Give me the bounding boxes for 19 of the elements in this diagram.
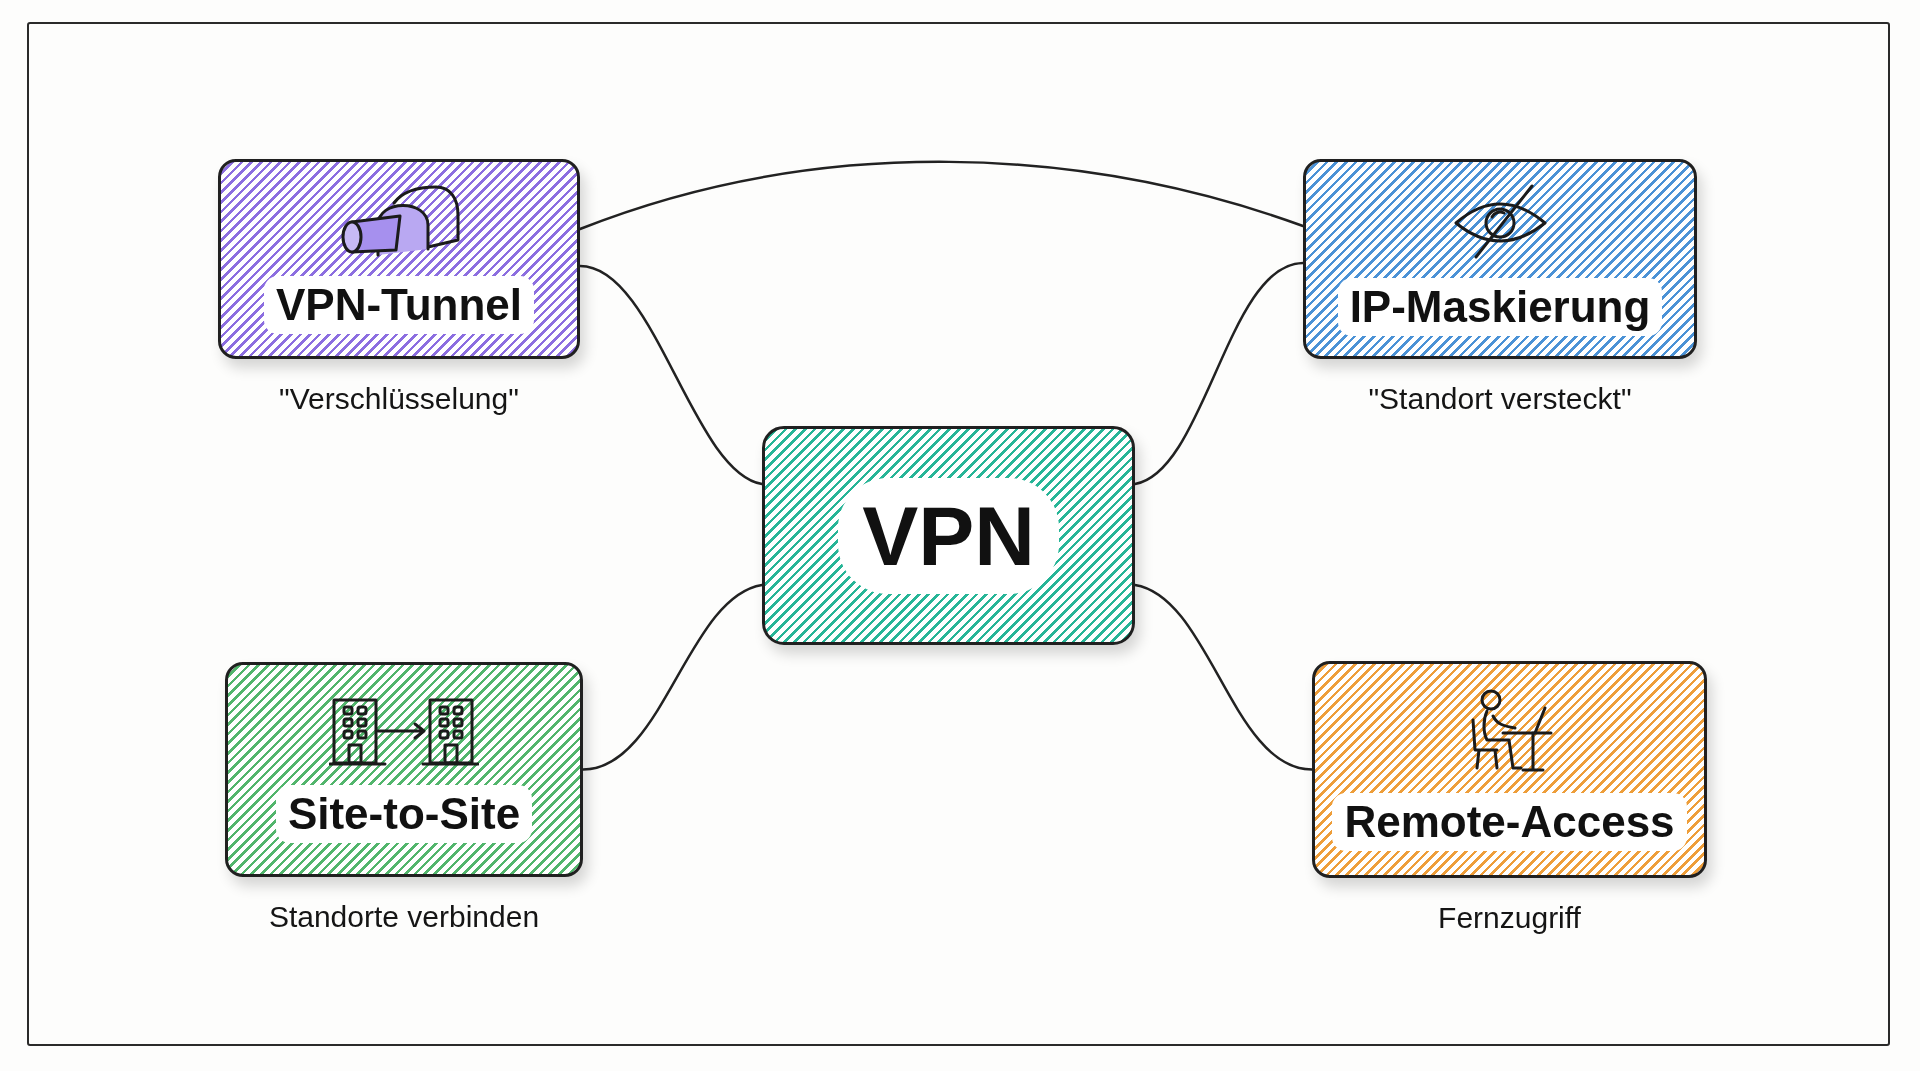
hatched-card [1303, 159, 1697, 359]
hatched-card [225, 662, 583, 877]
connector-line [1133, 261, 1305, 486]
connector-line [1133, 583, 1314, 771]
card-title: VPN-Tunnel [263, 275, 535, 334]
card-caption: "Standort versteckt" [1368, 381, 1632, 417]
card-caption: Fernzugriff [1438, 900, 1581, 936]
card-caption: Standorte verbinden [268, 899, 540, 935]
connector-line [578, 264, 764, 486]
central-hatched-card [762, 426, 1135, 645]
connector-line [578, 160, 1305, 231]
card-title: Remote-Access [1332, 793, 1687, 851]
connector-line [581, 583, 764, 771]
card-title: IP-Maskierung [1337, 277, 1663, 336]
card-caption: "Verschlüsselung" [279, 381, 519, 417]
hatched-card [218, 159, 580, 359]
hatched-card [1312, 661, 1707, 878]
card-title: Site-to-Site [275, 784, 533, 843]
card-title: VPN [838, 477, 1059, 594]
